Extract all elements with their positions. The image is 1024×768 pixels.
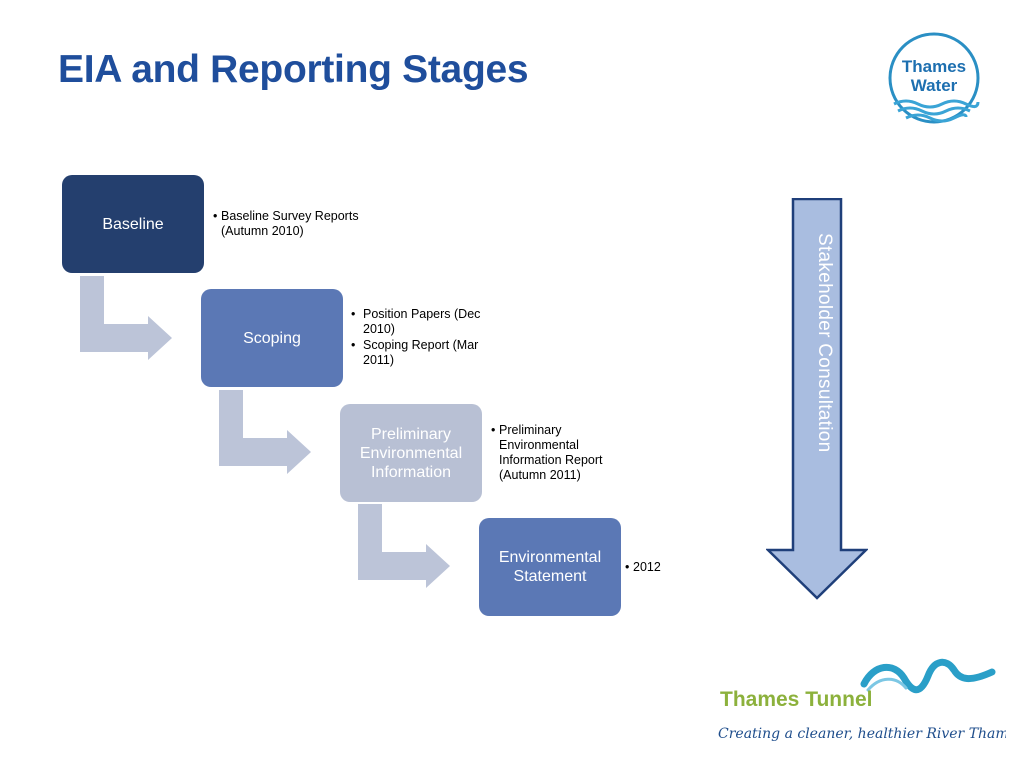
bullet-item: Preliminary Environmental Information Re… <box>491 423 631 483</box>
baseline-bullets: Baseline Survey Reports (Autumn 2010) <box>213 209 393 240</box>
thames-tunnel-name: Thames Tunnel <box>720 688 872 711</box>
bullet-item: Position Papers (Dec 2010) <box>351 307 481 337</box>
connector-arrow-2 <box>219 390 311 474</box>
pei-bullets: Preliminary Environmental Information Re… <box>491 423 631 484</box>
bullet-item: 2012 <box>625 560 685 575</box>
scoping-bullets: Position Papers (Dec 2010) Scoping Repor… <box>351 307 481 369</box>
bullet-item: Baseline Survey Reports (Autumn 2010) <box>213 209 393 239</box>
page-title: EIA and Reporting Stages <box>58 48 529 91</box>
svg-text:Water: Water <box>911 76 958 95</box>
stakeholder-consultation-arrow <box>766 198 868 600</box>
stage-baseline-label: Baseline <box>102 215 164 233</box>
stage-baseline: Baseline <box>62 175 204 273</box>
stage-scoping-label: Scoping <box>243 329 301 347</box>
stakeholder-consultation-label: Stakeholder Consultation <box>814 233 835 453</box>
stage-preliminary-environmental-information: Preliminary Environmental Information <box>340 404 482 502</box>
svg-text:Thames: Thames <box>902 57 966 76</box>
stage-environmental-statement: Environmental Statement <box>479 518 621 616</box>
bullet-item: Scoping Report (Mar 2011) <box>351 338 481 368</box>
stage-es-label: Environmental Statement <box>498 549 602 585</box>
thames-tunnel-tagline: Creating a cleaner, healthier River Tham… <box>718 726 1006 742</box>
stage-scoping: Scoping <box>201 289 343 387</box>
stage-pei-label: Preliminary Environmental Information <box>359 425 463 481</box>
connector-arrow-3 <box>358 504 450 588</box>
thames-tunnel-logo: Thames Tunnel Creating a cleaner, health… <box>718 658 1006 742</box>
thames-water-logo: Thames Water <box>888 32 980 124</box>
es-bullets: 2012 <box>625 560 685 576</box>
connector-arrow-1 <box>80 276 172 360</box>
